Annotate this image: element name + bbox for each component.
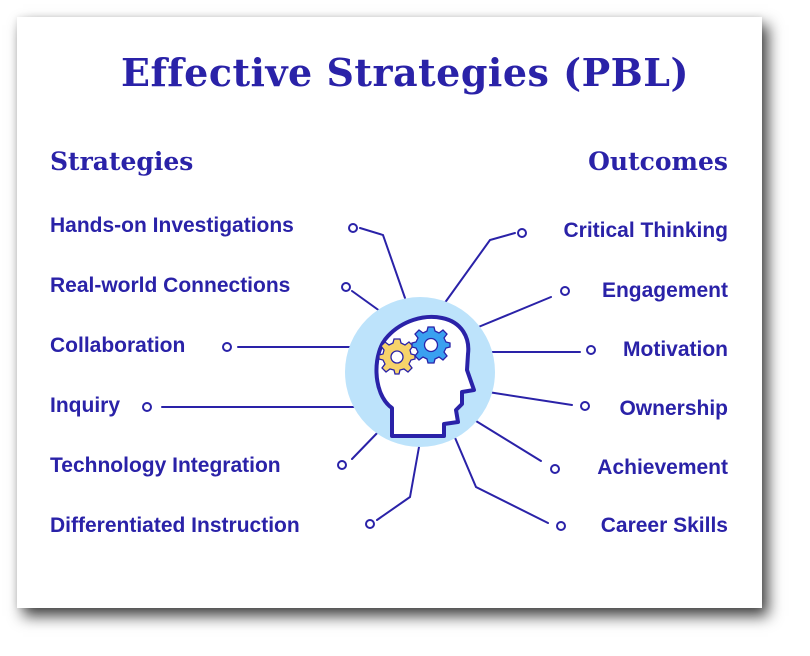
page-title: Effective Strategies (PBL)	[121, 50, 689, 95]
connector-engagement	[475, 286, 570, 329]
connector-differentiated-instruction	[365, 446, 420, 529]
outcome-critical-thinking: Critical Thinking	[563, 219, 728, 242]
connector-career-skills	[452, 432, 566, 531]
connector-inquiry	[142, 402, 361, 412]
strategy-inquiry: Inquiry	[50, 394, 121, 417]
strategy-differentiated-instruction: Differentiated Instruction	[50, 514, 300, 537]
connector-ownership	[487, 391, 590, 411]
connector-collaboration	[222, 342, 359, 352]
connector-critical-thinking	[443, 228, 527, 305]
yellow-gear-icon	[378, 338, 416, 375]
strategy-technology-integration: Technology Integration	[50, 454, 281, 477]
outcome-ownership: Ownership	[619, 397, 728, 420]
outcome-engagement: Engagement	[601, 279, 728, 302]
connector-motivation	[488, 345, 596, 355]
connector-technology-integration	[337, 428, 382, 470]
outcomes-heading: Outcomes	[588, 147, 728, 176]
strategy-real-world-connections: Real-world Connections	[50, 274, 291, 297]
outcome-achievement: Achievement	[597, 456, 728, 479]
strategy-collaboration: Collaboration	[50, 334, 186, 357]
strategy-hands-on-investigations: Hands-on Investigations	[50, 214, 294, 237]
outcome-motivation: Motivation	[623, 338, 728, 361]
outcome-career-skills: Career Skills	[600, 514, 728, 537]
connector-hands-on-investigations	[348, 223, 406, 299]
connector-achievement	[475, 420, 560, 474]
strategies-heading: Strategies	[50, 147, 194, 176]
blue-gear-icon	[411, 326, 451, 364]
connector-real-world-connections	[341, 282, 385, 315]
head-with-gears-icon	[374, 315, 476, 438]
